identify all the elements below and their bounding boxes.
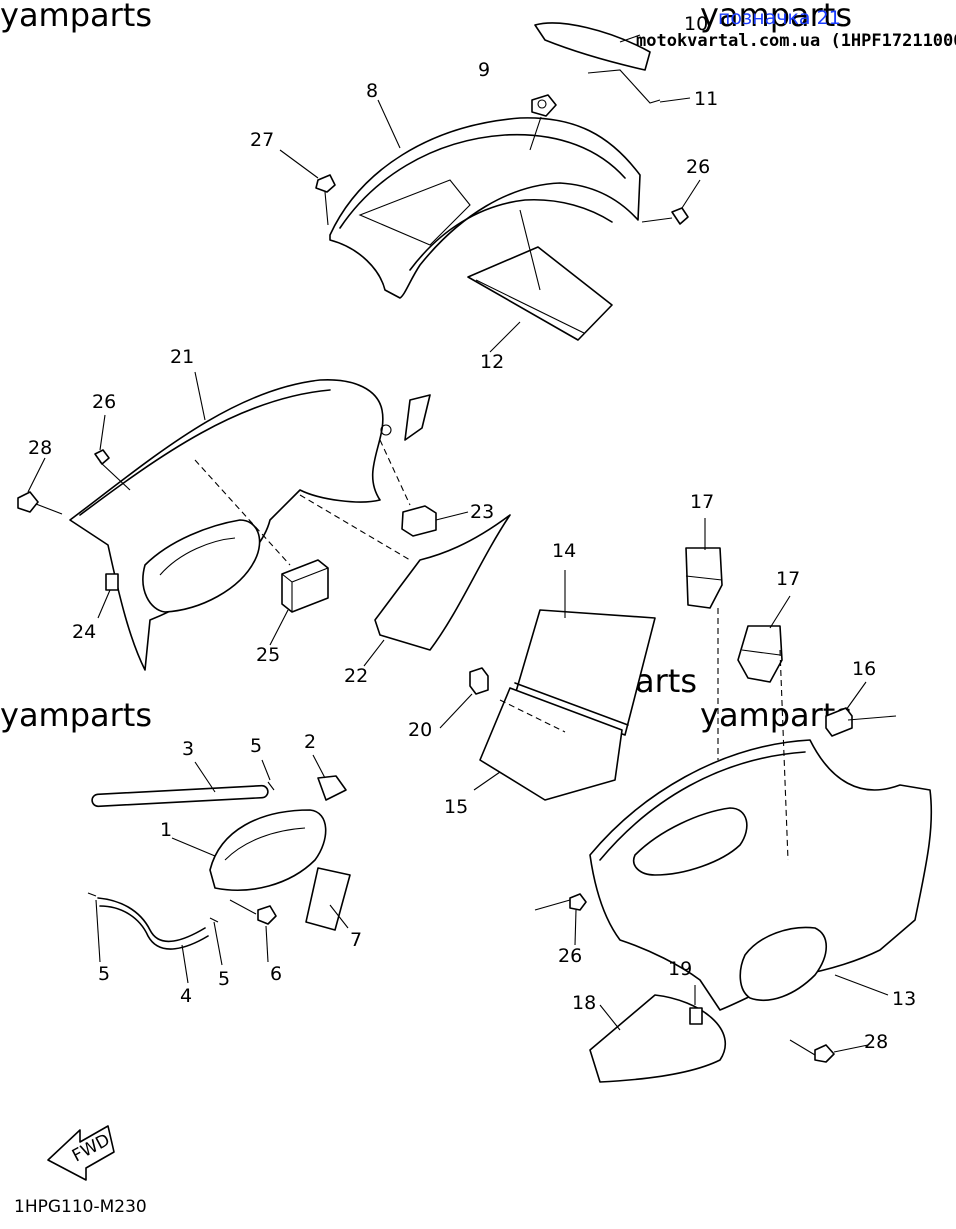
- callout-24[interactable]: 24: [72, 621, 96, 643]
- center-pad-group: [439, 570, 656, 801]
- callout-11[interactable]: 11: [694, 88, 718, 110]
- callout-19[interactable]: 19: [668, 958, 692, 980]
- callout-28b[interactable]: 28: [864, 1031, 888, 1053]
- callout-1[interactable]: 1: [160, 819, 172, 841]
- watermark-mid-left: yamparts: [0, 696, 152, 734]
- callout-5b[interactable]: 5: [98, 963, 110, 985]
- callout-18[interactable]: 18: [572, 992, 596, 1014]
- callout-13[interactable]: 13: [892, 988, 916, 1010]
- callout-10[interactable]: 10: [684, 13, 708, 35]
- callout-16[interactable]: 16: [852, 658, 876, 680]
- callout-8[interactable]: 8: [366, 80, 378, 102]
- diagram-code: 1HPG110-M230: [14, 1197, 147, 1217]
- watermark-top-left: yamparts: [0, 0, 152, 34]
- callout-26a[interactable]: 26: [686, 156, 710, 178]
- callout-26c[interactable]: 26: [558, 945, 582, 967]
- watermark-top-right: yamparts: [700, 0, 852, 34]
- callout-27[interactable]: 27: [250, 129, 274, 151]
- callout-6[interactable]: 6: [270, 963, 282, 985]
- callout-22[interactable]: 22: [344, 665, 368, 687]
- reservoir-group: [87, 754, 351, 984]
- right-fender-group: [534, 518, 933, 1083]
- callout-12[interactable]: 12: [480, 351, 504, 373]
- callout-2[interactable]: 2: [304, 731, 316, 753]
- callout-23[interactable]: 23: [470, 501, 494, 523]
- rear-fender-group: [279, 22, 701, 353]
- forward-arrow: FWD: [47, 1125, 115, 1181]
- callout-4[interactable]: 4: [180, 985, 192, 1007]
- callout-5c[interactable]: 5: [218, 968, 230, 990]
- callout-17b[interactable]: 17: [776, 568, 800, 590]
- callout-14[interactable]: 14: [552, 540, 576, 562]
- highlight-badge[interactable]: позначка 21: [718, 7, 841, 29]
- callout-15[interactable]: 15: [444, 796, 468, 818]
- callouts: 1 2 3 4 5 5 5 6 7 8 9 10 11 12 13 14 15 …: [28, 13, 916, 1053]
- left-fender-group: [17, 371, 511, 671]
- callout-3[interactable]: 3: [182, 738, 194, 760]
- callout-9[interactable]: 9: [478, 59, 490, 81]
- callout-26b[interactable]: 26: [92, 391, 116, 413]
- callout-20[interactable]: 20: [408, 719, 432, 741]
- callout-21[interactable]: 21: [170, 346, 194, 368]
- callout-17a[interactable]: 17: [690, 491, 714, 513]
- callout-28a[interactable]: 28: [28, 437, 52, 459]
- callout-7[interactable]: 7: [350, 929, 362, 951]
- callout-25[interactable]: 25: [256, 644, 280, 666]
- site-watermark: motokvartal.com.ua (1HPF17211000): [636, 31, 956, 51]
- callout-5a[interactable]: 5: [250, 735, 262, 757]
